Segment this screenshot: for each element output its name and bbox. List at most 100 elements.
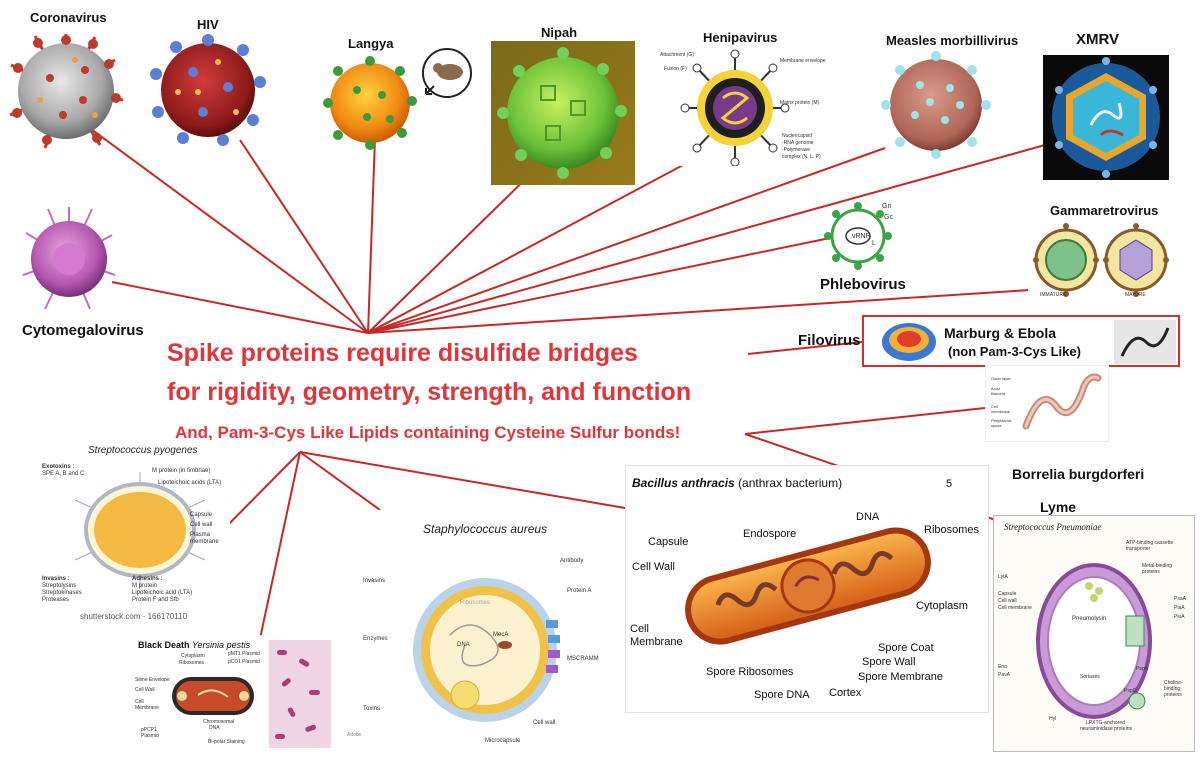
heni-nucleocapsid: Nucleocapsid <box>782 133 813 139</box>
staph-microcapsule: Microcapsule <box>485 738 521 744</box>
pn-choline1: Choline- <box>1164 680 1183 686</box>
staph-toxins: Toxins <box>363 706 381 712</box>
sp-streptolysins: Streptolysins <box>42 583 77 589</box>
ba-sporewall: Spore Wall <box>862 656 916 668</box>
yp-bipolar: Bi-polar Staining <box>208 739 245 745</box>
phlebo-l: L <box>872 240 876 247</box>
pn-lpxtg1: LPXTG-anchored <box>1086 720 1125 726</box>
langya-image <box>323 56 417 150</box>
cytomegalovirus-image <box>22 207 116 310</box>
headline-line2: for rigidity, geometry, strength, and fu… <box>167 378 692 406</box>
ba-ribosomes: Ribosomes <box>924 524 980 536</box>
sp-plasma: Plasma <box>190 532 211 538</box>
pn-sortases: Sortases <box>1080 674 1100 680</box>
ba-sporeribosomes: Spore Ribosomes <box>706 666 794 678</box>
pn-cellwall: Cell wall <box>998 598 1017 604</box>
lyme-label: Lyme <box>1040 499 1077 515</box>
gammaretrovirus-label: Gammaretrovirus <box>1050 203 1159 218</box>
hiv-image <box>150 34 266 146</box>
headline-line3: And, Pam-3-Cys Like Lipids containing Cy… <box>175 423 681 442</box>
sp-streptokinases: Streptokinases <box>42 590 82 596</box>
ebola-structure-icon <box>882 323 936 361</box>
staph-dna: DNA <box>457 642 470 648</box>
strep-pyogenes-panel: Streptococcus pyogenes Exotoxins : SPE A… <box>40 440 230 625</box>
sp-adh-m: M protein <box>132 583 158 589</box>
xmrv-image <box>1043 55 1169 180</box>
hiv-label: HIV <box>197 17 219 32</box>
pneumoniae-image <box>1036 563 1152 719</box>
bacillus-page-num: 5 <box>946 478 953 490</box>
borrelia-e: membrane <box>991 409 1011 414</box>
yersinia-title-bold: Black Death <box>138 640 190 650</box>
bacillus-image <box>685 527 931 645</box>
measles-image <box>881 51 991 159</box>
xmrv-label: XMRV <box>1076 31 1120 48</box>
pneumoniae-panel: Streptococcus Pneumoniae ATP-binding cas… <box>993 515 1195 752</box>
borrelia-c: filament <box>991 391 1006 396</box>
staph-meca: MecA <box>493 632 509 638</box>
yp-ppcp1: pPCP1 <box>141 727 157 733</box>
pn-pneumolysin: Pneumolysin <box>1072 616 1107 622</box>
gamma-immature: IMMATURE <box>1040 292 1067 298</box>
bat-icon <box>422 48 472 98</box>
ba-cytoplasm: Cytoplasm <box>916 600 968 612</box>
heni-fusion: Fusion (F) <box>664 66 687 72</box>
yersinia-panel: Black Death Yersinia pestis Cytoplasm Ri… <box>133 635 333 751</box>
gammaretrovirus-diagram <box>1028 220 1178 300</box>
nipah-label: Nipah <box>541 25 578 40</box>
pn-choline2: binding <box>1164 686 1181 692</box>
bacillus-panel: Bacillus anthracis (anthrax bacterium) 5… <box>625 465 989 713</box>
yersinia-image <box>172 677 254 715</box>
pn-atp2: transporter <box>1126 546 1151 552</box>
cytomegalovirus-label: Cytomegalovirus <box>22 322 144 339</box>
sp-adh-f: Protein F and Sfb <box>132 597 179 603</box>
headline-line1: Spike proteins require disulfide bridges <box>167 339 638 367</box>
measles-label: Measles morbillivirus <box>886 33 1019 48</box>
pn-choline3: proteins <box>1164 692 1182 698</box>
pn-psaa: PsaA <box>1174 596 1186 602</box>
ba-dna: DNA <box>856 511 880 523</box>
phlebo-vrnp: vRNP <box>852 233 871 240</box>
pn-piaa: PiaA <box>1174 605 1185 611</box>
phlebo-gc: Gc <box>884 214 893 221</box>
borrelia-label: Borrelia burgdorferi <box>1012 466 1145 482</box>
ba-cell: Cell <box>630 623 649 635</box>
sp-proteases: Proteases <box>42 597 70 603</box>
bacillus-title-italic: Bacillus anthracis <box>632 476 735 490</box>
pn-eno: Eno <box>998 664 1007 670</box>
yp-dna: DNA <box>209 725 220 731</box>
phlebovirus-label: Phlebovirus <box>820 276 906 293</box>
yp-pmt1: pMT1 Plasmid <box>228 651 260 657</box>
pn-capsule: Capsule <box>998 591 1017 597</box>
sp-cellwall: Cell wall <box>190 522 213 528</box>
ba-sporecoat: Spore Coat <box>878 642 934 654</box>
sp-mprotein: M protein (in fimbriae) <box>152 468 211 474</box>
yersinia-title-italic: Yersinia pestis <box>192 640 251 650</box>
pn-lpxtg2: neuraminidase proteins <box>1080 726 1132 732</box>
yp-slime: Slime Envelope <box>135 677 170 683</box>
filo-line1: Marburg & Ebola <box>944 325 1057 341</box>
sp-capsule: Capsule <box>190 512 213 518</box>
sp-credit: shutterstock.com · 166170110 <box>80 612 188 621</box>
pn-pspa: PspA <box>1136 666 1148 672</box>
filo-line2: (non Pam-3-Cys Like) <box>948 344 1081 359</box>
henipavirus-label: Henipavirus <box>703 30 778 45</box>
pn-hyl: Hyl <box>1049 716 1057 722</box>
phlebovirus-image <box>824 202 892 270</box>
borrelia-f: Periplasmic <box>991 418 1012 423</box>
yersinia-micrograph <box>269 640 331 748</box>
gamma-mature: MATURE <box>1125 292 1146 298</box>
strep-pyogenes-image <box>74 472 206 588</box>
langya-label: Langya <box>348 36 394 51</box>
ba-cellwall: Cell Wall <box>632 561 675 573</box>
ba-endospore: Endospore <box>743 528 797 540</box>
staph-image <box>413 578 560 722</box>
borrelia-g: space <box>991 423 1002 428</box>
filovirus-label: Filovirus <box>798 332 861 349</box>
heni-attachment: Attachment (G) <box>660 52 694 58</box>
staph-invasins: Invasins <box>363 578 386 584</box>
yp-ribosomes: Ribosomes <box>179 660 205 666</box>
phlebo-gn: Gn <box>882 203 892 210</box>
sp-invasins: Invasins : <box>42 576 70 582</box>
pn-atp1: ATP-binding cassette <box>1126 540 1174 546</box>
